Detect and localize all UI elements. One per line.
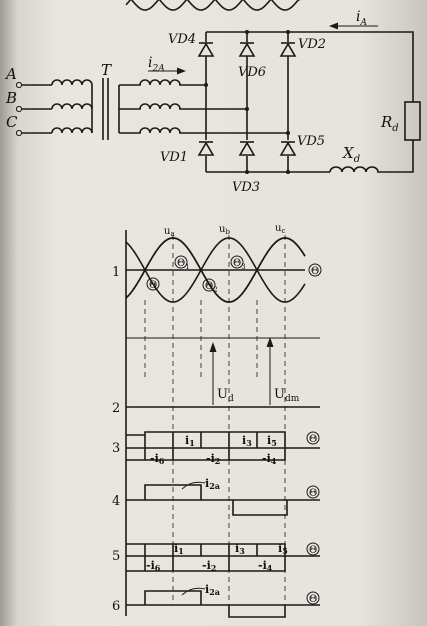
diode-vd5-icon: [279, 141, 297, 156]
row-number-6: 6: [112, 599, 120, 614]
arrow-right-icon: [177, 67, 186, 75]
row-number-5: 5: [112, 549, 120, 564]
transformer-label: T: [101, 61, 112, 79]
inductor-label: Xd: [342, 144, 360, 165]
row-number-1: 1: [112, 265, 120, 280]
row5-currents: i1 i3 i5 -i6 -i2 -i4: [126, 542, 320, 573]
udm-label: Udm: [274, 387, 300, 404]
row-number-4: 4: [112, 494, 120, 509]
row6-current: i2a: [126, 583, 320, 618]
row5-i6: -i6: [146, 559, 161, 573]
ud-annotation: Ud Udm: [209, 337, 300, 405]
phase-label-b: B: [5, 89, 17, 107]
axis-theta-row4: Θ: [309, 488, 317, 499]
diode-bridge: VD4 VD6 VD2 VD1 VD3 VD5: [160, 30, 414, 195]
theta-3-label: Θ3: [233, 258, 246, 271]
row5-i5: i5: [278, 542, 288, 556]
diode-vd2-icon: [279, 42, 297, 57]
row3-i5: i5: [267, 434, 277, 448]
line-current-label: iA: [356, 9, 367, 28]
row-number-3: 3: [112, 441, 120, 456]
row5-i3: i3: [235, 542, 245, 556]
row3-i4: -i4: [262, 452, 277, 466]
diode-label-vd5: VD5: [297, 134, 325, 149]
phase-label-c: C: [6, 113, 18, 131]
terminal-a: [15, 81, 23, 89]
theta-4-label: Θ: [149, 280, 157, 291]
theta-axis-symbols: Θ Θ Θ Θ Θ: [306, 263, 322, 605]
arrow-up-icon: [209, 342, 217, 352]
axis-theta-row6: Θ: [309, 594, 317, 605]
terminal-c: [15, 129, 23, 137]
theta-1-label: Θ1: [177, 258, 190, 271]
diode-label-vd2: VD2: [298, 37, 326, 52]
primary-windings: [51, 79, 93, 134]
diode-vd4-icon: [197, 42, 215, 57]
phase-voltage-uc: uc: [275, 223, 285, 235]
row3-currents: i1 i3 i5 -i6 -i2 -i4: [126, 431, 320, 466]
secondary-current-label: i2A: [148, 55, 165, 74]
axis-theta-row1: Θ: [311, 266, 319, 277]
circuit-schematic: A B C T i2A: [4, 9, 421, 195]
diode-label-vd6: VD6: [238, 65, 266, 80]
phase-voltage-ua: ua: [164, 226, 175, 238]
resistor-label: Rd: [380, 113, 399, 134]
row3-i6: -i6: [150, 452, 165, 466]
row3-i2: -i2: [206, 452, 220, 466]
row4-i2a: i2a: [205, 477, 220, 491]
row5-i4: -i4: [258, 559, 273, 573]
diode-vd1-icon: [197, 141, 215, 156]
ud-label: Ud: [217, 387, 234, 404]
diode-label-vd1: VD1: [160, 150, 188, 165]
transformer-core: T: [101, 61, 112, 140]
row3-i1: i1: [185, 434, 195, 448]
diode-label-vd4: VD4: [168, 32, 196, 47]
axis-theta-row5: Θ: [309, 545, 317, 556]
row4-current: i2a: [126, 477, 320, 516]
row-number-2: 2: [112, 401, 120, 416]
diode-vd6-icon: [238, 42, 256, 57]
row-numbers: 1 2 3 4 5 6: [112, 265, 120, 614]
row3-i3: i3: [242, 434, 252, 448]
inductor-icon: [329, 166, 380, 173]
resistor-icon: [404, 101, 421, 141]
phase-voltage-ub: ub: [219, 224, 230, 236]
waveform-diagram: ua ub uc Θ1 Θ2 Θ3 Θ Ud Udm: [112, 0, 322, 618]
theta-markers: Θ1 Θ2 Θ3 Θ: [146, 255, 246, 294]
wave-phase-b: [125, 237, 306, 303]
wave-phase-c: [125, 237, 306, 303]
theta-2-label: Θ2: [205, 281, 218, 294]
phase-label-a: A: [4, 65, 17, 83]
rectified-ripple: [125, 0, 301, 11]
row6-i2a: i2a: [205, 583, 220, 597]
terminal-b: [15, 105, 23, 113]
row5-i2: -i2: [202, 559, 216, 573]
secondary-windings: i2A: [118, 55, 290, 135]
diode-vd3-icon: [238, 141, 256, 156]
phase-terminals: A B C: [4, 65, 52, 137]
arrow-up-icon: [266, 337, 274, 347]
row5-i1: i1: [174, 542, 184, 556]
load-branch: Rd Xd iA: [329, 9, 421, 173]
arrow-left-icon: [329, 22, 338, 30]
diode-label-vd3: VD3: [232, 180, 260, 195]
axis-theta-row3: Θ: [309, 434, 317, 445]
